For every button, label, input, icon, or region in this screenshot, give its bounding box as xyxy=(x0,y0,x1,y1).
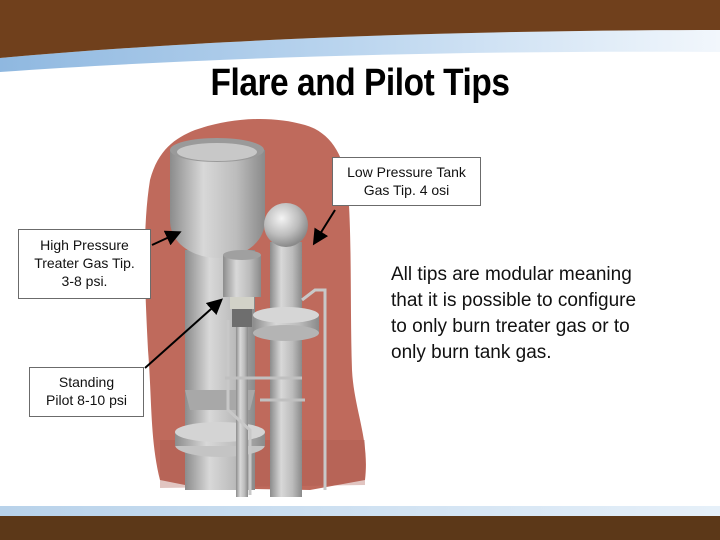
callout-line: 3-8 psi. xyxy=(61,273,108,289)
flare-stack-illustration xyxy=(144,118,366,497)
body-line: All tips are modular meaning xyxy=(391,264,632,285)
callout-line: Pilot 8-10 psi xyxy=(46,392,127,408)
body-line: that it is possible to configure xyxy=(391,290,637,311)
callout-line: High Pressure xyxy=(40,237,129,253)
callout-line: Standing xyxy=(58,374,115,390)
footer-band xyxy=(0,506,720,540)
callout-line: Treater Gas Tip. xyxy=(34,255,135,271)
callout-high-pressure-treater-gas-tip: High Pressure Treater Gas Tip. 3-8 psi. xyxy=(18,229,151,299)
body-line: only burn tank gas. xyxy=(391,342,552,363)
slide-title: Flare and Pilot Tips xyxy=(210,62,510,104)
callout-line: Gas Tip. 4 osi xyxy=(363,182,450,198)
header-band xyxy=(0,0,720,80)
callout-standing-pilot: Standing Pilot 8-10 psi xyxy=(29,367,144,417)
body-line: to only burn treater gas or to xyxy=(391,316,630,337)
callout-low-pressure-tank-gas-tip: Low Pressure Tank Gas Tip. 4 osi xyxy=(332,157,481,206)
callout-line: Low Pressure Tank xyxy=(347,164,466,180)
body-paragraph: All tips are modular meaning that it is … xyxy=(391,262,691,366)
